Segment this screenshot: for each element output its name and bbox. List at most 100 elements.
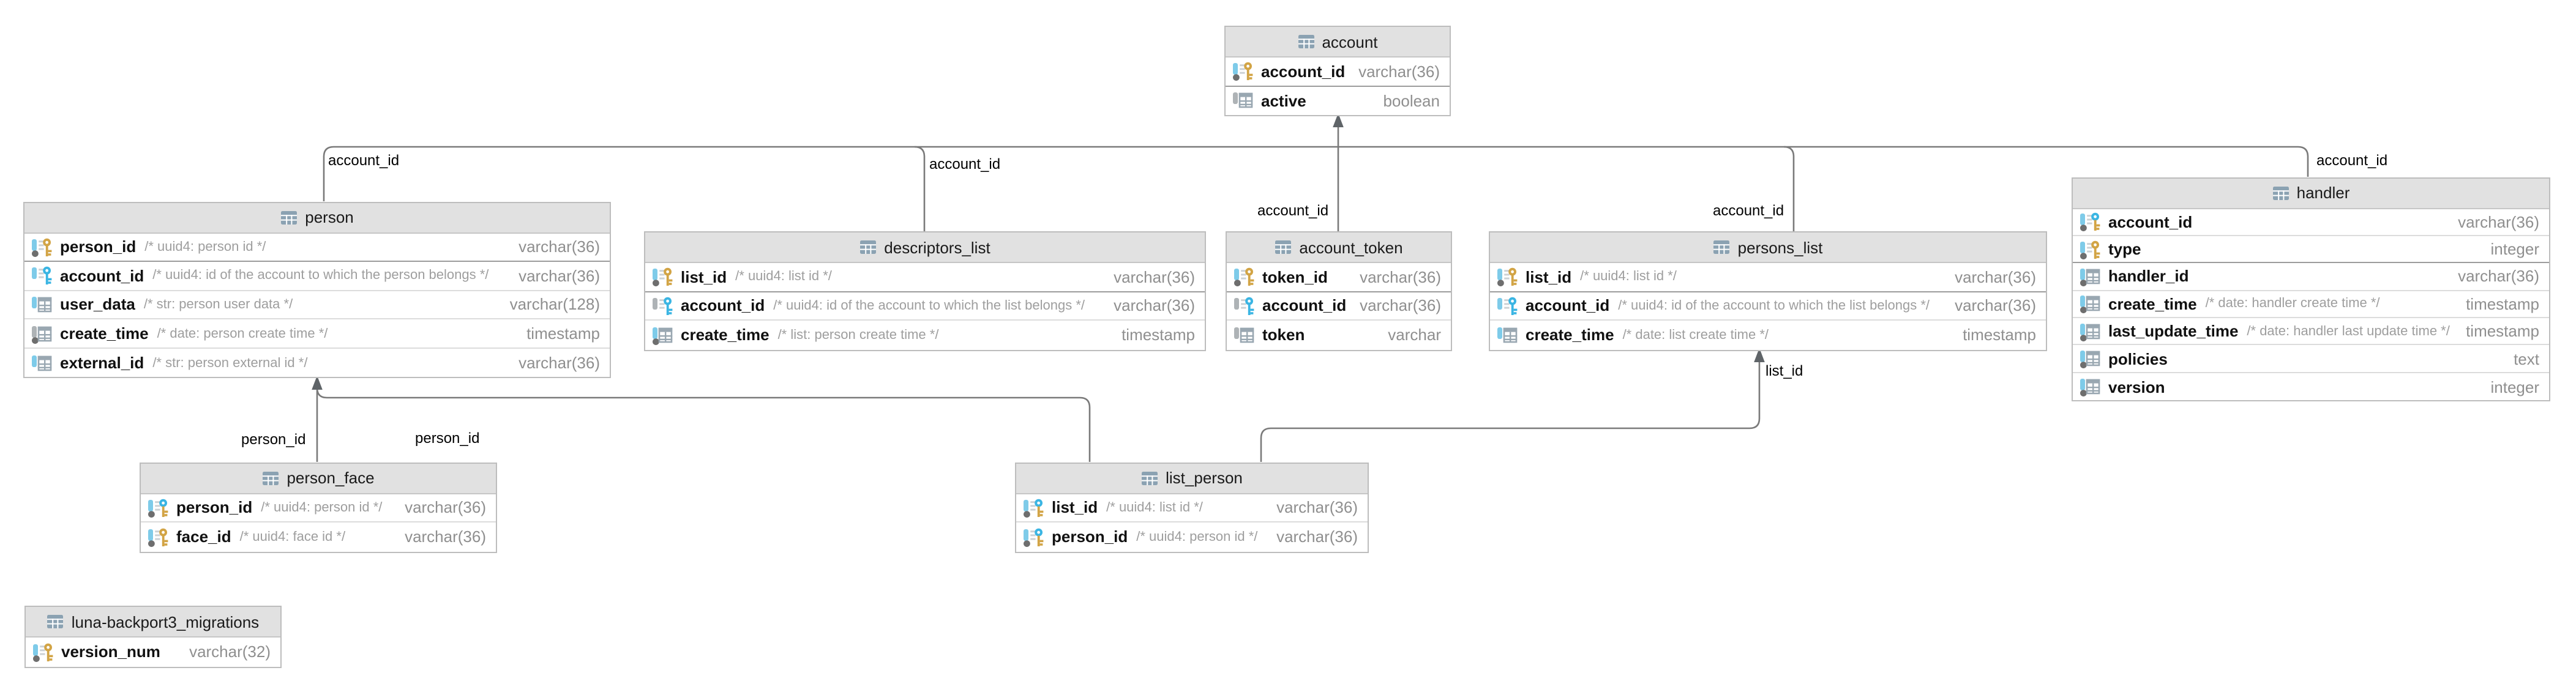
table-row[interactable]: create_time /* date: person create time …: [24, 319, 610, 349]
column-comment: /* uuid4: id of the account to which the…: [1618, 298, 1930, 313]
table-list-person[interactable]: list_person list_id /* uuid4: list id */…: [1015, 462, 1369, 553]
table-header[interactable]: list_person: [1016, 463, 1368, 494]
column-name: person_id: [60, 237, 137, 256]
table-header[interactable]: account_token: [1227, 232, 1451, 263]
table-header[interactable]: luna-backport3_migrations: [26, 607, 280, 638]
column-type: varchar(32): [189, 642, 271, 661]
column-icon: [1233, 91, 1255, 111]
table-row[interactable]: external_id /* str: person external id *…: [24, 348, 610, 377]
column-comment: /* date: handler last update time */: [2247, 324, 2450, 339]
primary-key-icon: [33, 642, 55, 662]
primary-key-icon: [653, 267, 675, 287]
table-header[interactable]: handler: [2073, 178, 2549, 209]
column-type: varchar(36): [1955, 267, 2036, 286]
table-persons-list[interactable]: persons_list list_id /* uuid4: list id *…: [1489, 231, 2047, 351]
table-row[interactable]: last_update_time /* date: handler last u…: [2073, 318, 2549, 346]
column-name: face_id: [176, 527, 231, 546]
primary-foreign-key-icon: [1024, 527, 1046, 547]
column-type: varchar(128): [509, 295, 600, 314]
column-comment: /* uuid4: list id */: [1106, 500, 1203, 515]
table-row[interactable]: type integer: [2073, 236, 2549, 264]
table-title: luna-backport3_migrations: [71, 612, 260, 631]
foreign-key-icon: [1234, 296, 1256, 316]
table-row[interactable]: token varchar: [1227, 321, 1451, 350]
primary-key-icon: [1497, 267, 1519, 287]
table-header[interactable]: person_face: [141, 463, 496, 494]
table-header[interactable]: account: [1226, 27, 1450, 58]
indexed-column-icon: [32, 324, 54, 343]
table-person[interactable]: person person_id /* uuid4: person id */ …: [23, 201, 611, 379]
table-title: list_person: [1166, 469, 1243, 487]
column-comment: /* date: handler create time */: [2205, 296, 2380, 311]
table-account-token[interactable]: account_token token_id varchar(36) accou…: [1226, 231, 1452, 351]
table-row[interactable]: handler_id varchar(36): [2073, 263, 2549, 291]
table-icon: [1275, 240, 1292, 255]
table-row[interactable]: account_id varchar(36): [1227, 292, 1451, 321]
table-header[interactable]: persons_list: [1490, 232, 2046, 263]
table-row[interactable]: account_id /* uuid4: id of the account t…: [24, 262, 610, 291]
edge-label-person-face-person: person_id: [241, 431, 306, 448]
column-icon: [1497, 325, 1519, 345]
table-row[interactable]: create_time /* date: handler create time…: [2073, 291, 2549, 319]
table-row[interactable]: user_data /* str: person user data */ va…: [24, 291, 610, 320]
table-row[interactable]: list_id /* uuid4: list id */ varchar(36): [1016, 494, 1368, 523]
table-row[interactable]: account_id varchar(36): [1226, 58, 1450, 87]
indexed-column-icon: [2080, 322, 2102, 341]
table-row[interactable]: version integer: [2073, 373, 2549, 401]
table-row[interactable]: face_id /* uuid4: face id */ varchar(36): [141, 522, 496, 552]
edge-list-person-person[interactable]: [316, 387, 1091, 462]
column-type: varchar(36): [1955, 296, 2036, 315]
column-name: account_id: [2108, 212, 2193, 231]
table-row[interactable]: create_time /* date: list create time */…: [1490, 321, 2046, 350]
column-name: user_data: [60, 295, 135, 314]
column-icon: [32, 295, 54, 314]
edge-bus-to-account[interactable]: [323, 146, 2309, 201]
edge-label-account-token-account: account_id: [1257, 202, 1329, 219]
table-row[interactable]: list_id /* uuid4: list id */ varchar(36): [645, 263, 1205, 292]
table-handler[interactable]: handler account_id varchar(36) type inte…: [2072, 177, 2550, 402]
edge-descriptors-list-account[interactable]: [914, 146, 926, 231]
column-name: type: [2108, 240, 2141, 259]
edge-label-handler-account: account_id: [2316, 152, 2388, 169]
column-name: list_id: [1526, 267, 1572, 286]
table-row[interactable]: policies text: [2073, 345, 2549, 373]
indexed-column-icon: [2080, 349, 2102, 368]
indexed-column-icon: [2080, 267, 2102, 286]
column-comment: /* str: person user data */: [143, 297, 293, 312]
table-row[interactable]: person_id /* uuid4: person id */ varchar…: [24, 233, 610, 262]
table-row[interactable]: version_num varchar(32): [26, 638, 280, 667]
edge-label-descriptors-list-account: account_id: [929, 155, 1001, 173]
table-icon: [1713, 240, 1731, 255]
arrowhead-person: [312, 376, 323, 390]
column-comment: /* date: person create time */: [157, 326, 328, 341]
column-name: person_id: [1052, 527, 1128, 546]
table-account[interactable]: account account_id varchar(36) active bo…: [1224, 26, 1451, 117]
table-row[interactable]: person_id /* uuid4: person id */ varchar…: [141, 494, 496, 523]
table-row[interactable]: person_id /* uuid4: person id */ varchar…: [1016, 522, 1368, 552]
column-name: list_id: [1052, 498, 1098, 517]
table-row[interactable]: active boolean: [1226, 86, 1450, 116]
column-type: varchar(36): [1360, 267, 1441, 286]
table-descriptors-list[interactable]: descriptors_list list_id /* uuid4: list …: [644, 231, 1206, 351]
table-row[interactable]: account_id varchar(36): [2073, 209, 2549, 236]
primary-key-icon: [148, 527, 170, 547]
table-row[interactable]: list_id /* uuid4: list id */ varchar(36): [1490, 263, 2046, 292]
table-row[interactable]: account_id /* uuid4: id of the account t…: [645, 292, 1205, 321]
table-luna-backport3-migrations[interactable]: luna-backport3_migrations version_num va…: [24, 606, 282, 668]
column-type: varchar(36): [1360, 296, 1441, 315]
table-row[interactable]: create_time /* list: person create time …: [645, 321, 1205, 350]
column-type: varchar(36): [405, 527, 486, 546]
column-name: external_id: [60, 354, 144, 373]
edge-persons-list-account[interactable]: [1783, 146, 1795, 231]
table-row[interactable]: account_id /* uuid4: id of the account t…: [1490, 292, 2046, 321]
edge-list-person-persons-list[interactable]: [1260, 362, 1761, 462]
edge-label-list-person-persons-list: list_id: [1765, 362, 1803, 379]
column-type: timestamp: [526, 324, 600, 343]
table-person-face[interactable]: person_face person_id /* uuid4: person i…: [140, 462, 497, 553]
table-header[interactable]: person: [24, 203, 610, 233]
column-type: varchar(36): [1114, 296, 1195, 315]
table-header[interactable]: descriptors_list: [645, 232, 1205, 263]
table-icon: [47, 614, 64, 629]
column-name: policies: [2108, 349, 2168, 368]
table-row[interactable]: token_id varchar(36): [1227, 263, 1451, 292]
